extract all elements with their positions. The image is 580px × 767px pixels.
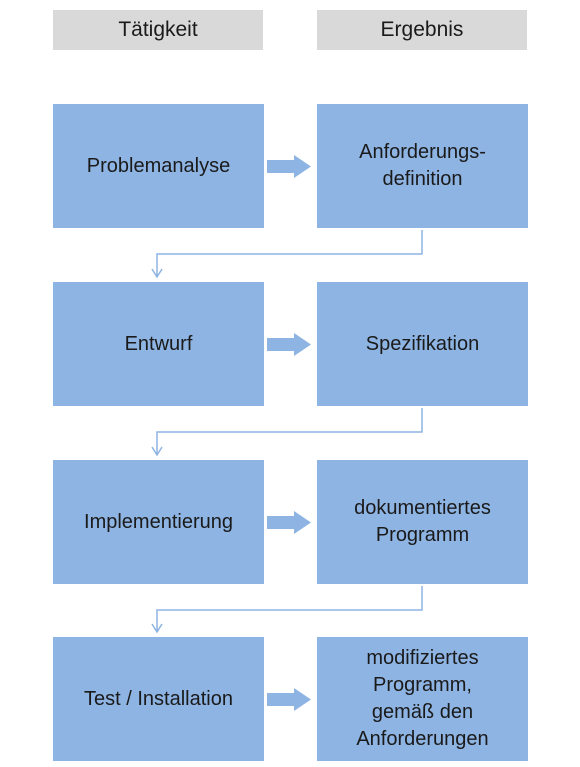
result-box-modified-program: modifiziertes Programm, gemäß den Anford… xyxy=(317,637,528,761)
activity-box-implementation: Implementierung xyxy=(53,460,264,584)
block-arrow-row-1 xyxy=(267,155,311,178)
result-box-specification: Spezifikation xyxy=(317,282,528,406)
activity-box-problem-analysis: Problemanalyse xyxy=(53,104,264,228)
result-box-documented-program: dokumentiertes Programm xyxy=(317,460,528,584)
activity-box-test-installation: Test / Installation xyxy=(53,637,264,761)
header-result: Ergebnis xyxy=(317,10,527,50)
block-arrow-row-4 xyxy=(267,688,311,711)
block-arrow-row-3 xyxy=(267,511,311,534)
connector-arrow-3 xyxy=(151,586,423,634)
connector-arrow-2 xyxy=(151,408,423,457)
block-arrow-row-2 xyxy=(267,333,311,356)
connector-arrow-1 xyxy=(151,230,423,279)
header-activity: Tätigkeit xyxy=(53,10,263,50)
activity-box-design: Entwurf xyxy=(53,282,264,406)
result-box-requirements-definition: Anforderungs- definition xyxy=(317,104,528,228)
